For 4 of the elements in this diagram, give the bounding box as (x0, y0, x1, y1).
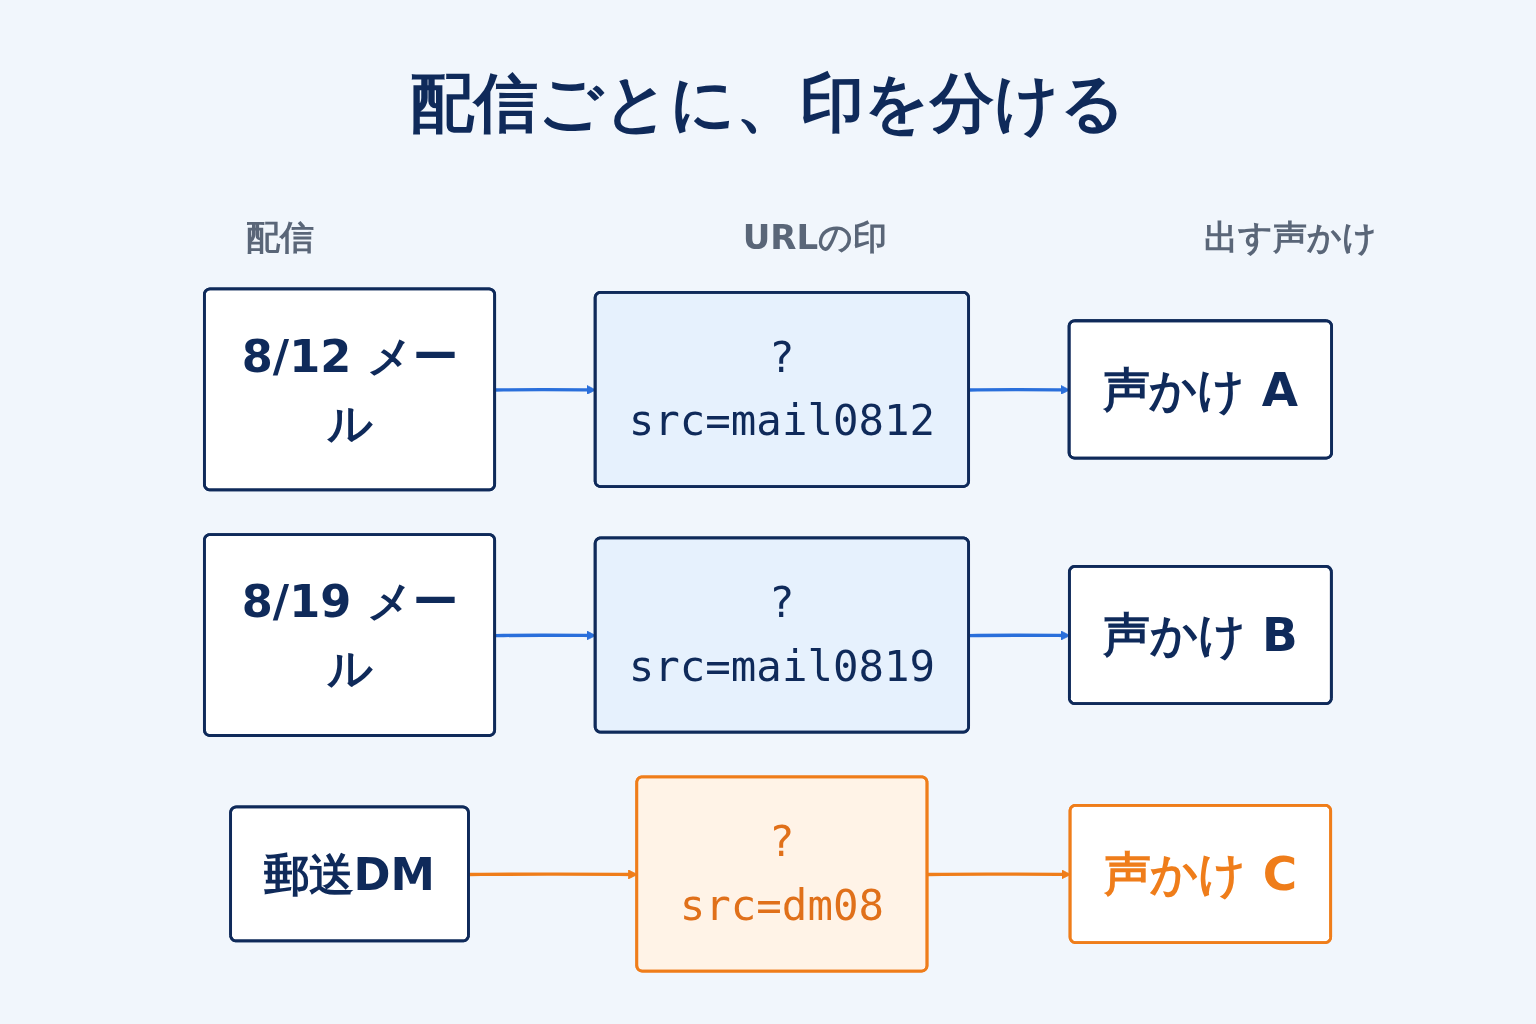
column-heading: URLの印 (742, 216, 888, 259)
column-heading: 配信 (246, 216, 314, 259)
column-heading: 出す声かけ (1203, 216, 1377, 259)
title: 配信ごとに、印を分ける (409, 65, 1127, 142)
